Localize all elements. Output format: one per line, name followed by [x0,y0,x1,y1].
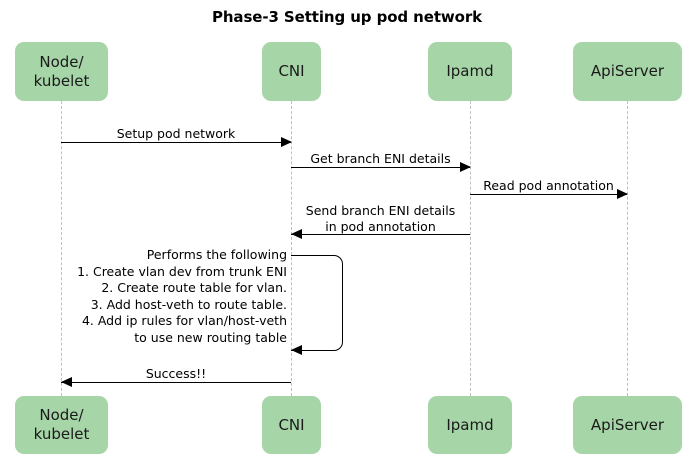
participant-label: CNI [278,415,305,434]
participant-ipamd-bottom[interactable]: Ipamd [428,396,512,454]
participant-node-kubelet-bottom[interactable]: Node/ kubelet [15,396,108,454]
message-label-read-pod-annotation: Read pod annotation [483,178,614,193]
arrowhead-left-icon [61,377,72,387]
participant-apiserver-bottom[interactable]: ApiServer [573,396,682,454]
participant-cni-bottom[interactable]: CNI [262,396,321,454]
message-label-success: Success!! [145,366,207,381]
lifeline-apiserver [627,101,628,396]
arrowhead-left-icon [291,345,302,355]
arrowhead-right-icon [460,162,471,172]
message-label-send-branch-eni-details: Send branch ENI details in pod annotatio… [305,203,456,235]
message-label-setup-pod-network: Setup pod network [116,126,236,141]
participant-label: Ipamd [446,62,494,81]
participant-cni-top[interactable]: CNI [262,42,321,101]
message-line-read-pod-annotation [470,194,627,195]
message-line-setup-pod-network [61,142,291,143]
page-title: Phase-3 Setting up pod network [211,8,483,26]
participant-node-kubelet-top[interactable]: Node/ kubelet [15,42,108,101]
participant-label: Ipamd [446,415,494,434]
message-line-success [61,382,291,383]
message-line-get-branch-eni-details [291,167,470,168]
participant-label: ApiServer [590,415,665,434]
participant-label: ApiServer [590,62,665,81]
lifeline-ipamd [470,101,471,396]
self-message-loop-cni [291,255,343,351]
participant-apiserver-top[interactable]: ApiServer [573,42,682,101]
arrowhead-right-icon [617,189,628,199]
lifeline-node-kubelet [61,101,62,396]
arrowhead-left-icon [291,229,302,239]
arrowhead-right-icon [281,137,292,147]
lifeline-cni [291,101,292,396]
message-line-send-branch-eni-details [291,234,470,235]
message-label-get-branch-eni-details: Get branch ENI details [310,151,451,166]
self-message-note-cni: Performs the following 1. Create vlan de… [77,247,287,345]
participant-label: Node/ kubelet [33,52,90,90]
participant-label: Node/ kubelet [33,406,90,443]
participant-ipamd-top[interactable]: Ipamd [428,42,512,101]
participant-label: CNI [278,62,305,81]
